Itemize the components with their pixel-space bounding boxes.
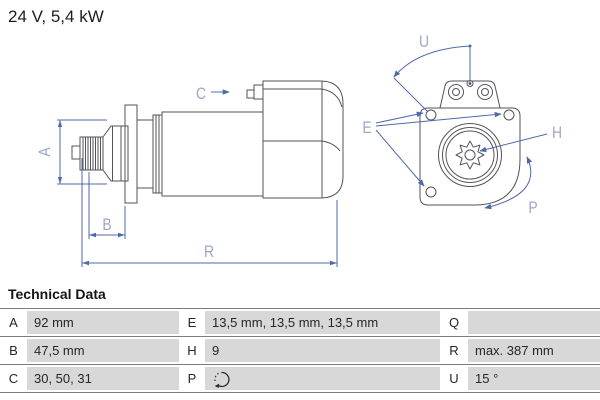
- key-cell-q: Q: [440, 309, 468, 336]
- drive-housing-lines: [112, 126, 122, 181]
- front-view-drawing: [419, 80, 521, 206]
- key-cell-h: H: [179, 337, 205, 364]
- rear-housing: [262, 80, 344, 199]
- value-cell-h: 9: [205, 339, 440, 362]
- dim-label-h: H: [552, 124, 562, 143]
- shaft-tip: [71, 145, 81, 160]
- value-cell-e: 13,5 mm, 13,5 mm, 13,5 mm: [205, 311, 440, 334]
- mounting-hole-top-right: [503, 109, 515, 121]
- key-cell-r: R: [440, 337, 468, 364]
- bracket-center-hole-dot: [468, 82, 472, 85]
- terminal-hole-right: [477, 84, 493, 100]
- key-cell-a: A: [0, 309, 27, 336]
- mounting-flange-side: [124, 104, 138, 204]
- technical-data-table: A 92 mm E 13,5 mm, 13,5 mm, 13,5 mm Q B …: [0, 308, 600, 393]
- motor-body: [161, 111, 264, 197]
- pinion-teeth: [82, 137, 101, 170]
- page-title: 24 V, 5,4 kW: [8, 7, 104, 26]
- pinion-gear-front: [455, 140, 485, 170]
- rib-section: [152, 114, 163, 194]
- dim-label-r: R: [204, 243, 214, 262]
- bearing-ring-inner: [445, 130, 495, 180]
- value-cell-q: [468, 311, 600, 334]
- terminal-hole-left: [448, 84, 464, 100]
- table-row: C 30, 50, 31 P U 15 °: [0, 364, 600, 392]
- bearing-ring-outer: [438, 123, 502, 187]
- dim-label-a: A: [36, 147, 55, 157]
- technical-drawing: A B C R U E H P: [36, 33, 562, 267]
- table-row: A 92 mm E 13,5 mm, 13,5 mm, 13,5 mm Q: [0, 308, 600, 336]
- mounting-hole-bottom-left: [425, 186, 437, 198]
- dim-label-p: P: [528, 199, 537, 218]
- dim-label-e: E: [362, 119, 371, 138]
- dim-label-c: C: [196, 85, 206, 104]
- bearing-ring-mid: [442, 127, 498, 183]
- value-cell-r: max. 387 mm: [468, 339, 600, 362]
- dim-label-u: U: [419, 33, 429, 52]
- dimension-lines: [57, 44, 548, 267]
- table-header: Technical Data: [8, 286, 106, 302]
- key-cell-e: E: [179, 309, 205, 336]
- value-cell-c: 30, 50, 31: [27, 367, 179, 390]
- mounting-hole-top-left: [425, 109, 437, 121]
- pinion-center-hole: [464, 149, 476, 161]
- key-cell-c: C: [0, 365, 27, 392]
- side-view-drawing: [71, 80, 344, 204]
- drive-housing: [102, 125, 129, 182]
- value-cell-b: 47,5 mm: [27, 339, 179, 362]
- terminal-hole-right-inner: [481, 88, 489, 96]
- key-cell-u: U: [440, 365, 468, 392]
- rib-lines: [155, 115, 160, 193]
- value-cell-u: 15 °: [468, 367, 600, 390]
- mounting-flange-front: [419, 107, 521, 206]
- intermediate-section: [136, 119, 154, 189]
- terminal-hole-left-inner: [452, 88, 460, 96]
- terminal-stud: [253, 84, 264, 100]
- rotation-ccw-icon: [214, 371, 230, 388]
- table-row: B 47,5 mm H 9 R max. 387 mm: [0, 336, 600, 364]
- terminal-stud-small: [246, 89, 255, 99]
- key-cell-p: P: [179, 365, 205, 392]
- key-cell-b: B: [0, 337, 27, 364]
- value-cell-p: [205, 367, 440, 390]
- value-cell-a: 92 mm: [27, 311, 179, 334]
- dim-label-b: B: [102, 216, 111, 235]
- rear-housing-lines: [263, 81, 343, 198]
